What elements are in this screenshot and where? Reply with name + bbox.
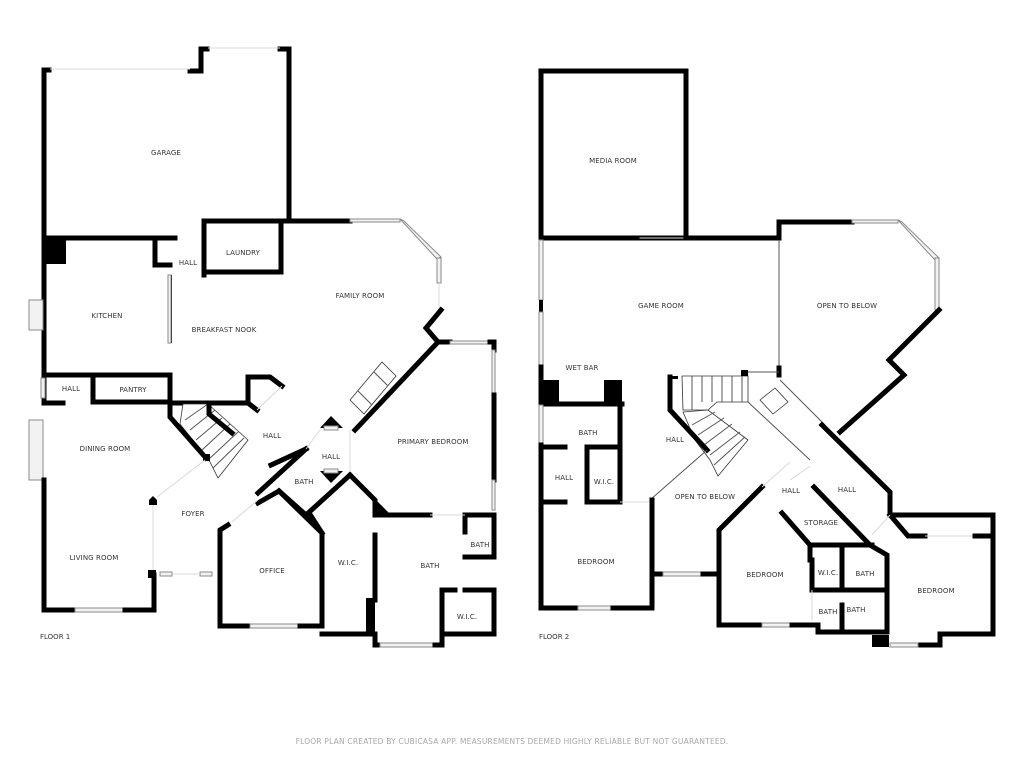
room-label-open-to-below: OPEN TO BELOW [817, 302, 877, 310]
room-label-bath: BATH [819, 608, 838, 616]
room-label-dining-room: DINING ROOM [80, 445, 131, 453]
garage-walls [41, 46, 292, 403]
room-label-laundry: LAUNDRY [226, 249, 261, 257]
staircase-floor-2 [649, 370, 811, 501]
floor-2-plan: FLOOR 2 [538, 68, 996, 648]
media-room-walls [538, 68, 782, 241]
room-label-wic: W.I.C. [594, 478, 614, 486]
room-label-hall: HALL [322, 453, 340, 461]
game-room-walls [538, 239, 782, 423]
room-label-living-room: LIVING ROOM [70, 554, 119, 562]
room-label-office: OFFICE [259, 567, 285, 575]
room-label-bath: BATH [421, 562, 440, 570]
floor-1-plan: FLOOR 1 [28, 46, 497, 648]
room-label-hall: HALL [263, 432, 281, 440]
kitchen-walls [28, 238, 251, 406]
room-label-family-room: FAMILY ROOM [336, 292, 385, 300]
bedroom-right-walls [871, 511, 996, 648]
bedroom-left-walls [538, 497, 721, 611]
bath-hall-walls [254, 416, 354, 519]
room-label-pantry: PANTRY [119, 386, 147, 394]
storage-hall-walls [778, 421, 893, 581]
room-label-hall: HALL [782, 487, 800, 495]
room-label-storage: STORAGE [804, 519, 838, 527]
living-dining-walls [28, 419, 213, 613]
floor-1-label: FLOOR 1 [40, 633, 70, 641]
floor-2-label: FLOOR 2 [539, 633, 569, 641]
floor-2-room-labels: MEDIA ROOM GAME ROOM OPEN TO BELOW WET B… [555, 157, 955, 616]
room-label-hall: HALL [62, 385, 80, 393]
room-label-bedroom: BEDROOM [577, 558, 614, 566]
room-label-foyer: FOYER [181, 510, 204, 518]
room-label-garage: GARAGE [151, 149, 181, 157]
room-label-wet-bar: WET BAR [566, 364, 599, 372]
room-label-kitchen: KITCHEN [91, 312, 122, 320]
room-label-bath: BATH [579, 429, 598, 437]
primary-suite-walls [307, 471, 497, 648]
room-label-wic: W.I.C. [338, 559, 358, 567]
closet-walls [244, 374, 286, 414]
room-label-hall: HALL [179, 259, 197, 267]
small-bath-cluster-walls [807, 542, 890, 635]
room-label-hall: HALL [838, 486, 856, 494]
room-label-game-room: GAME ROOM [638, 302, 684, 310]
family-room-walls [349, 218, 497, 511]
room-label-hall: HALL [555, 474, 573, 482]
floor-1-room-labels: GARAGE LAUNDRY HALL FAMILY ROOM KITCHEN … [62, 149, 490, 621]
room-label-media-room: MEDIA ROOM [589, 157, 637, 165]
room-label-bath: BATH [471, 541, 490, 549]
room-label-bedroom: BEDROOM [746, 571, 783, 579]
room-label-bath: BATH [847, 606, 866, 614]
left-bath-hall-walls [538, 404, 650, 611]
room-label-breakfast-nook: BREAKFAST NOOK [192, 326, 257, 334]
room-label-wic: W.I.C. [818, 569, 838, 577]
room-label-open-to-below: OPEN TO BELOW [675, 493, 735, 501]
room-label-hall: HALL [666, 436, 684, 444]
open-to-below-walls [776, 219, 943, 436]
room-label-bath: BATH [295, 478, 314, 486]
fireplace [349, 361, 397, 415]
laundry-walls [152, 218, 353, 344]
staircase-floor-1 [167, 400, 249, 479]
disclaimer-footer: FLOOR PLAN CREATED BY CUBICASA APP. MEAS… [295, 737, 729, 746]
room-label-bedroom: BEDROOM [917, 587, 954, 595]
room-label-wic: W.I.C. [457, 613, 477, 621]
room-label-primary-bedroom: PRIMARY BEDROOM [398, 438, 469, 446]
bedroom-middle-walls [716, 461, 841, 635]
room-label-bath: BATH [856, 570, 875, 578]
